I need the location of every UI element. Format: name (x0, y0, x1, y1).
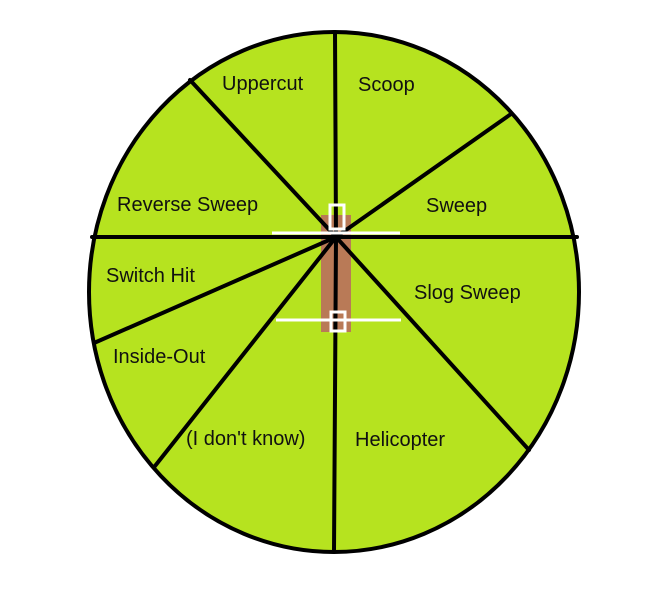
label-uppercut: Uppercut (222, 73, 304, 95)
label-scoop: Scoop (358, 74, 415, 96)
label-reverse-sweep: Reverse Sweep (117, 194, 258, 216)
label-switch-hit: Switch Hit (106, 265, 195, 287)
label-i-dont-know: (I don't know) (186, 428, 305, 450)
divider-bottom (334, 237, 336, 551)
label-slog-sweep: Slog Sweep (414, 282, 521, 304)
label-helicopter: Helicopter (355, 429, 445, 451)
label-sweep: Sweep (426, 195, 487, 217)
label-inside-out: Inside-Out (113, 346, 206, 368)
